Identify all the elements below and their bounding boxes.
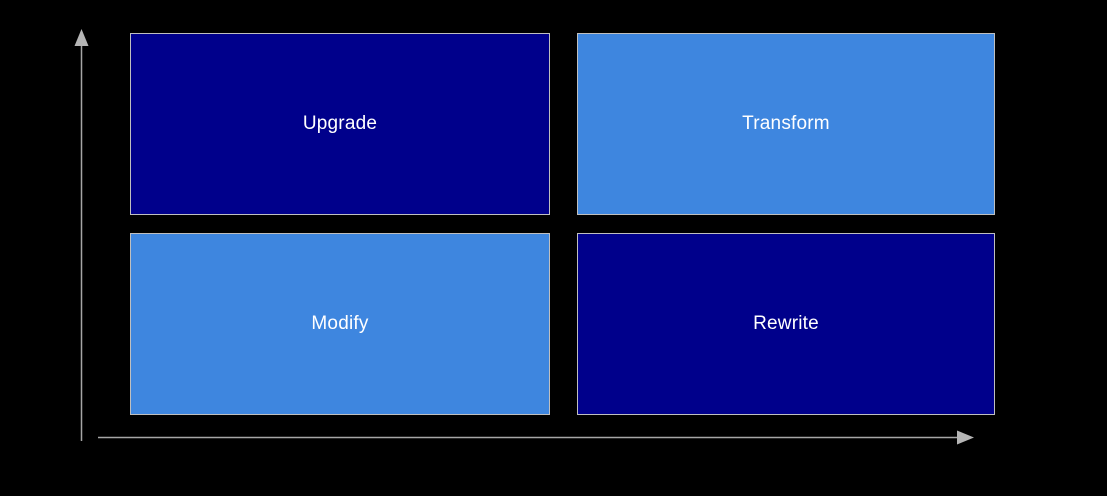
quadrant-rewrite-label: Rewrite [753, 313, 819, 334]
y-axis-arrow [74, 29, 89, 441]
x-axis-arrow [98, 430, 974, 445]
quadrant-transform-label: Transform [742, 113, 830, 134]
quadrant-rewrite: Rewrite [577, 233, 995, 415]
quadrant-modify-label: Modify [311, 313, 369, 334]
quadrant-upgrade: Upgrade [130, 33, 550, 215]
quadrant-modify: Modify [130, 233, 550, 415]
quadrant-upgrade-label: Upgrade [302, 113, 378, 134]
quadrant-transform: Transform [577, 33, 995, 215]
